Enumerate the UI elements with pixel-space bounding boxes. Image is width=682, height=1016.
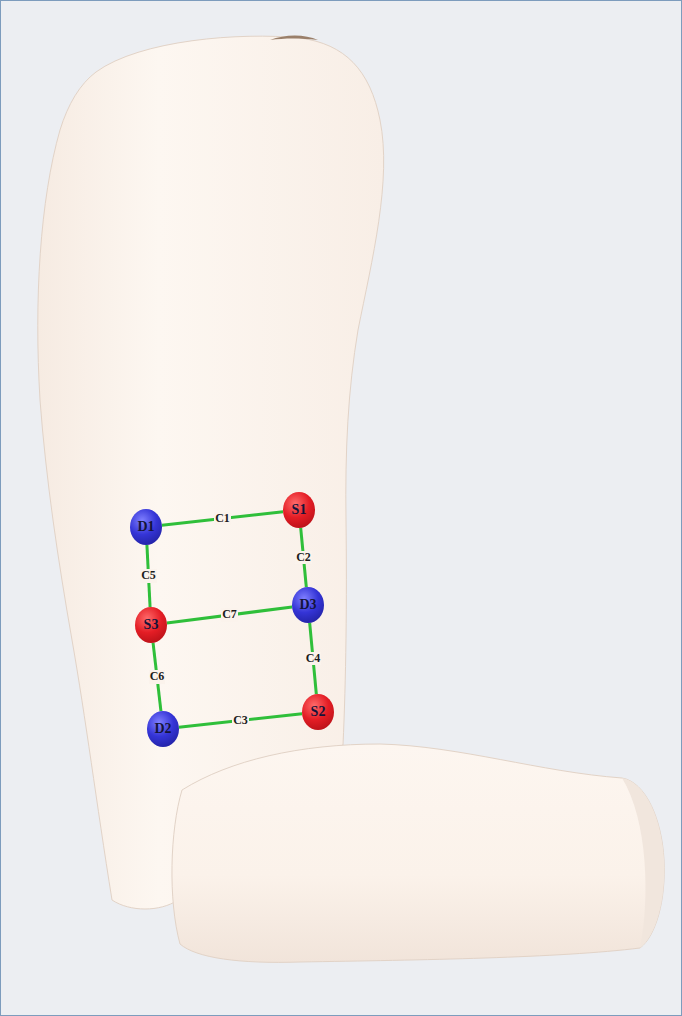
detector-circle: D1 (130, 509, 162, 545)
channel-label: C5 (140, 569, 157, 582)
node-label: D1 (137, 520, 154, 534)
channel-label: C6 (149, 670, 166, 683)
shoulder-edge (270, 36, 318, 41)
node-label: D3 (299, 598, 316, 612)
channel-line (179, 714, 302, 728)
channel-stroke (179, 714, 302, 728)
node-label: S1 (292, 503, 307, 517)
source-circle: S2 (302, 694, 334, 730)
detector-circle: D2 (147, 711, 179, 747)
channel-stroke (162, 512, 283, 525)
channel-label: C7 (221, 608, 238, 621)
channel-stroke (167, 607, 292, 623)
channel-line (167, 607, 292, 623)
source-circle: S1 (283, 492, 315, 528)
channel-label: C4 (305, 652, 322, 665)
detector-circle: D3 (292, 587, 324, 623)
source-circle: S3 (135, 607, 167, 643)
channel-label: C1 (214, 512, 231, 525)
channel-label: C3 (232, 714, 249, 727)
wrist-end (622, 778, 664, 948)
node-label: S2 (311, 705, 326, 719)
channel-label: C2 (295, 551, 312, 564)
node-label: S3 (144, 618, 159, 632)
node-label: D2 (154, 722, 171, 736)
channel-line (162, 512, 283, 525)
forearm (172, 744, 664, 962)
